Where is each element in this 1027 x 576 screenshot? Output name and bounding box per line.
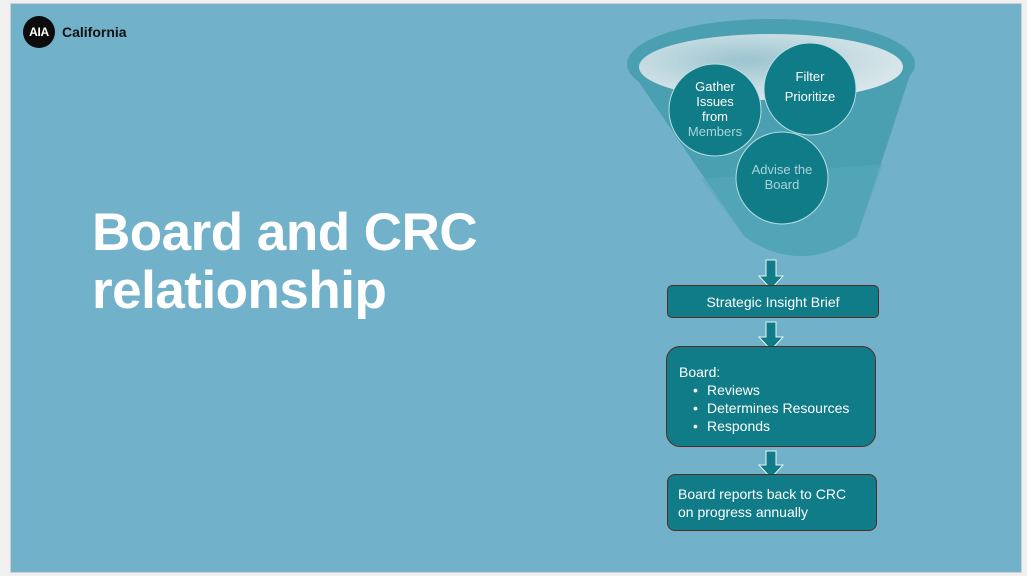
- circle-line: Issues: [696, 94, 734, 109]
- circle-filter-prioritize: [763, 42, 857, 136]
- slide: AIA California Board and CRC relationshi…: [10, 3, 1022, 573]
- board-report-box: Board reports back to CRC on progress an…: [667, 474, 877, 531]
- circle-text-advise: Advise the Board: [737, 162, 827, 192]
- circle-line: Filter: [795, 69, 825, 84]
- board-actions-box: Board: Reviews Determines Resources Resp…: [666, 346, 876, 447]
- report-line: on progress annually: [678, 504, 808, 520]
- list-item: Responds: [693, 417, 875, 435]
- circle-line: Prioritize: [784, 89, 836, 104]
- slide-title: Board and CRC relationship: [92, 203, 478, 320]
- aia-california-logo: AIA California: [23, 16, 127, 48]
- aia-logo-mark: AIA: [23, 16, 55, 48]
- circle-text-filter: Filter Prioritize: [770, 67, 850, 107]
- arrow-down-icon: [757, 450, 785, 479]
- circle-gather-issues: [668, 63, 762, 157]
- arrow-down-icon: [757, 259, 785, 290]
- circle-text-gather: Gather Issues from Members: [675, 79, 755, 139]
- list-item: Reviews: [693, 381, 875, 399]
- report-line: Board reports back to CRC: [678, 486, 847, 502]
- process-diagram: [627, 19, 915, 479]
- board-actions-list: Reviews Determines Resources Responds: [679, 381, 875, 435]
- circle-line: Advise the: [751, 162, 813, 177]
- list-item: Determines Resources: [693, 399, 875, 417]
- circle-line: from: [702, 109, 728, 124]
- circle-advise-board: [735, 131, 829, 225]
- arrow-down-icon: [757, 321, 785, 351]
- circle-line: Members: [687, 124, 743, 139]
- circle-line: Gather: [695, 79, 735, 94]
- circle-line: Board: [764, 177, 800, 192]
- board-heading: Board:: [679, 364, 721, 380]
- strategic-insight-brief-box: Strategic Insight Brief: [667, 285, 879, 318]
- logo-text: California: [62, 24, 127, 40]
